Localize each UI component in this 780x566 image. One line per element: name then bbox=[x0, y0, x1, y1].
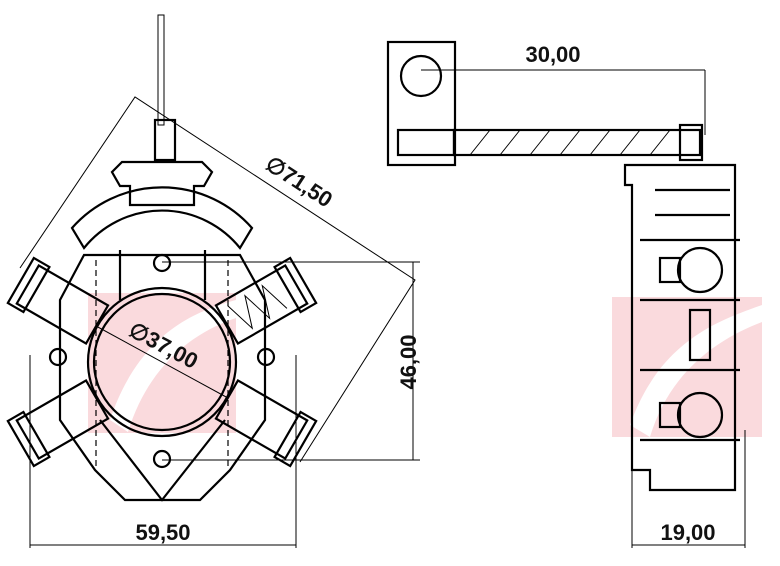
top-cap bbox=[110, 160, 214, 207]
screw-hole-top bbox=[152, 253, 172, 273]
dimension-depth: 19,00 bbox=[660, 520, 715, 545]
watermark-logo-right bbox=[612, 297, 762, 437]
brush-holder-side-view bbox=[386, 40, 740, 492]
watermark-logo-left bbox=[88, 293, 236, 433]
dimension-hole-spacing: 46,00 bbox=[396, 334, 421, 389]
brush-box-bottom-left bbox=[6, 378, 110, 468]
dimension-lines-right bbox=[421, 69, 746, 548]
brush-box-top-left bbox=[6, 256, 110, 346]
dimension-lead-length: 30,00 bbox=[525, 42, 580, 67]
lead-wire bbox=[157, 14, 165, 126]
terminal-eyelet bbox=[386, 40, 457, 167]
dimension-width: 59,50 bbox=[135, 520, 190, 545]
dimension-lines-left bbox=[19, 96, 420, 548]
dimension-outer-diameter: ∅71,50 bbox=[261, 151, 337, 212]
screw-hole-bottom bbox=[152, 449, 172, 469]
commutator-bore bbox=[92, 292, 232, 432]
braided-lead bbox=[452, 128, 702, 157]
